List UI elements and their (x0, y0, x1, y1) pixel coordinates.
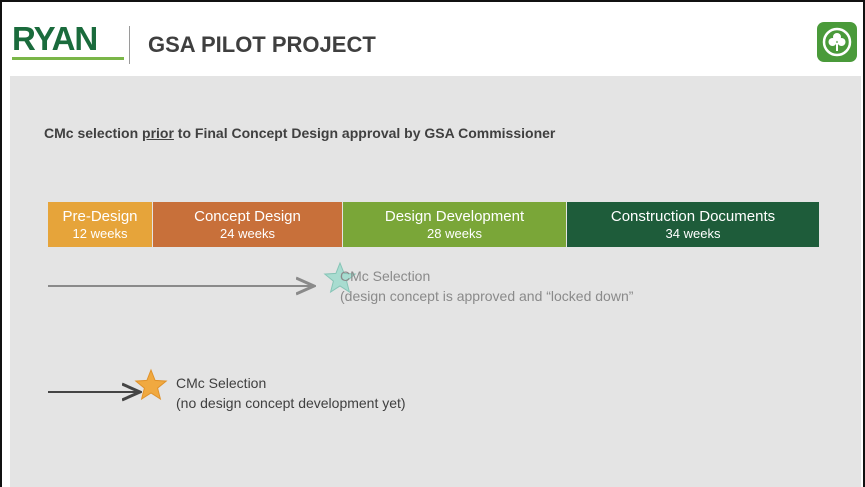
milestone-note: (design concept is approved and “locked … (340, 288, 634, 304)
phase-duration: 28 weeks (427, 225, 482, 241)
phase-design-development: Design Development 28 weeks (342, 202, 566, 247)
milestone-cmc-selection-early: CMc Selection (no design concept develop… (176, 373, 406, 413)
milestone-note: (no design concept development yet) (176, 395, 406, 411)
slide-body: CMc selection prior to Final Concept Des… (10, 76, 861, 487)
milestone-arrows (48, 261, 357, 487)
star-icon (134, 368, 168, 401)
phase-name: Concept Design (194, 207, 301, 225)
slide-header: RYAN GSA PILOT PROJECT (2, 2, 863, 76)
page-title: GSA PILOT PROJECT (148, 32, 376, 57)
ryan-logo: RYAN (12, 20, 98, 57)
phase-duration: 24 weeks (220, 225, 275, 241)
subtitle-emphasis: prior (142, 125, 174, 141)
phase-name: Construction Documents (610, 207, 776, 225)
phase-name: Design Development (384, 207, 525, 225)
milestone-label: CMc Selection (340, 268, 431, 284)
phase-timeline: Pre-Design 12 weeks Concept Design 24 we… (48, 202, 819, 247)
phase-construction-documents: Construction Documents 34 weeks (566, 202, 819, 247)
milestone-label: CMc Selection (176, 375, 267, 391)
logo-underline (12, 57, 124, 60)
phase-pre-design: Pre-Design 12 weeks (48, 202, 152, 247)
subtitle-text-1: CMc selection (44, 125, 143, 141)
phase-name: Pre-Design (62, 207, 138, 225)
phase-concept-design: Concept Design 24 weeks (152, 202, 342, 247)
phase-duration: 12 weeks (72, 225, 128, 241)
phase-duration: 34 weeks (665, 225, 721, 241)
milestone-cmc-selection-approved: CMc Selection (design concept is approve… (340, 266, 633, 306)
clover-icon (817, 22, 857, 62)
slide-subtitle: CMc selection prior to Final Concept Des… (44, 125, 555, 141)
header-divider (129, 26, 130, 64)
star-icon (323, 261, 357, 294)
subtitle-text-2: to Final Concept Design approval by GSA … (173, 125, 556, 141)
